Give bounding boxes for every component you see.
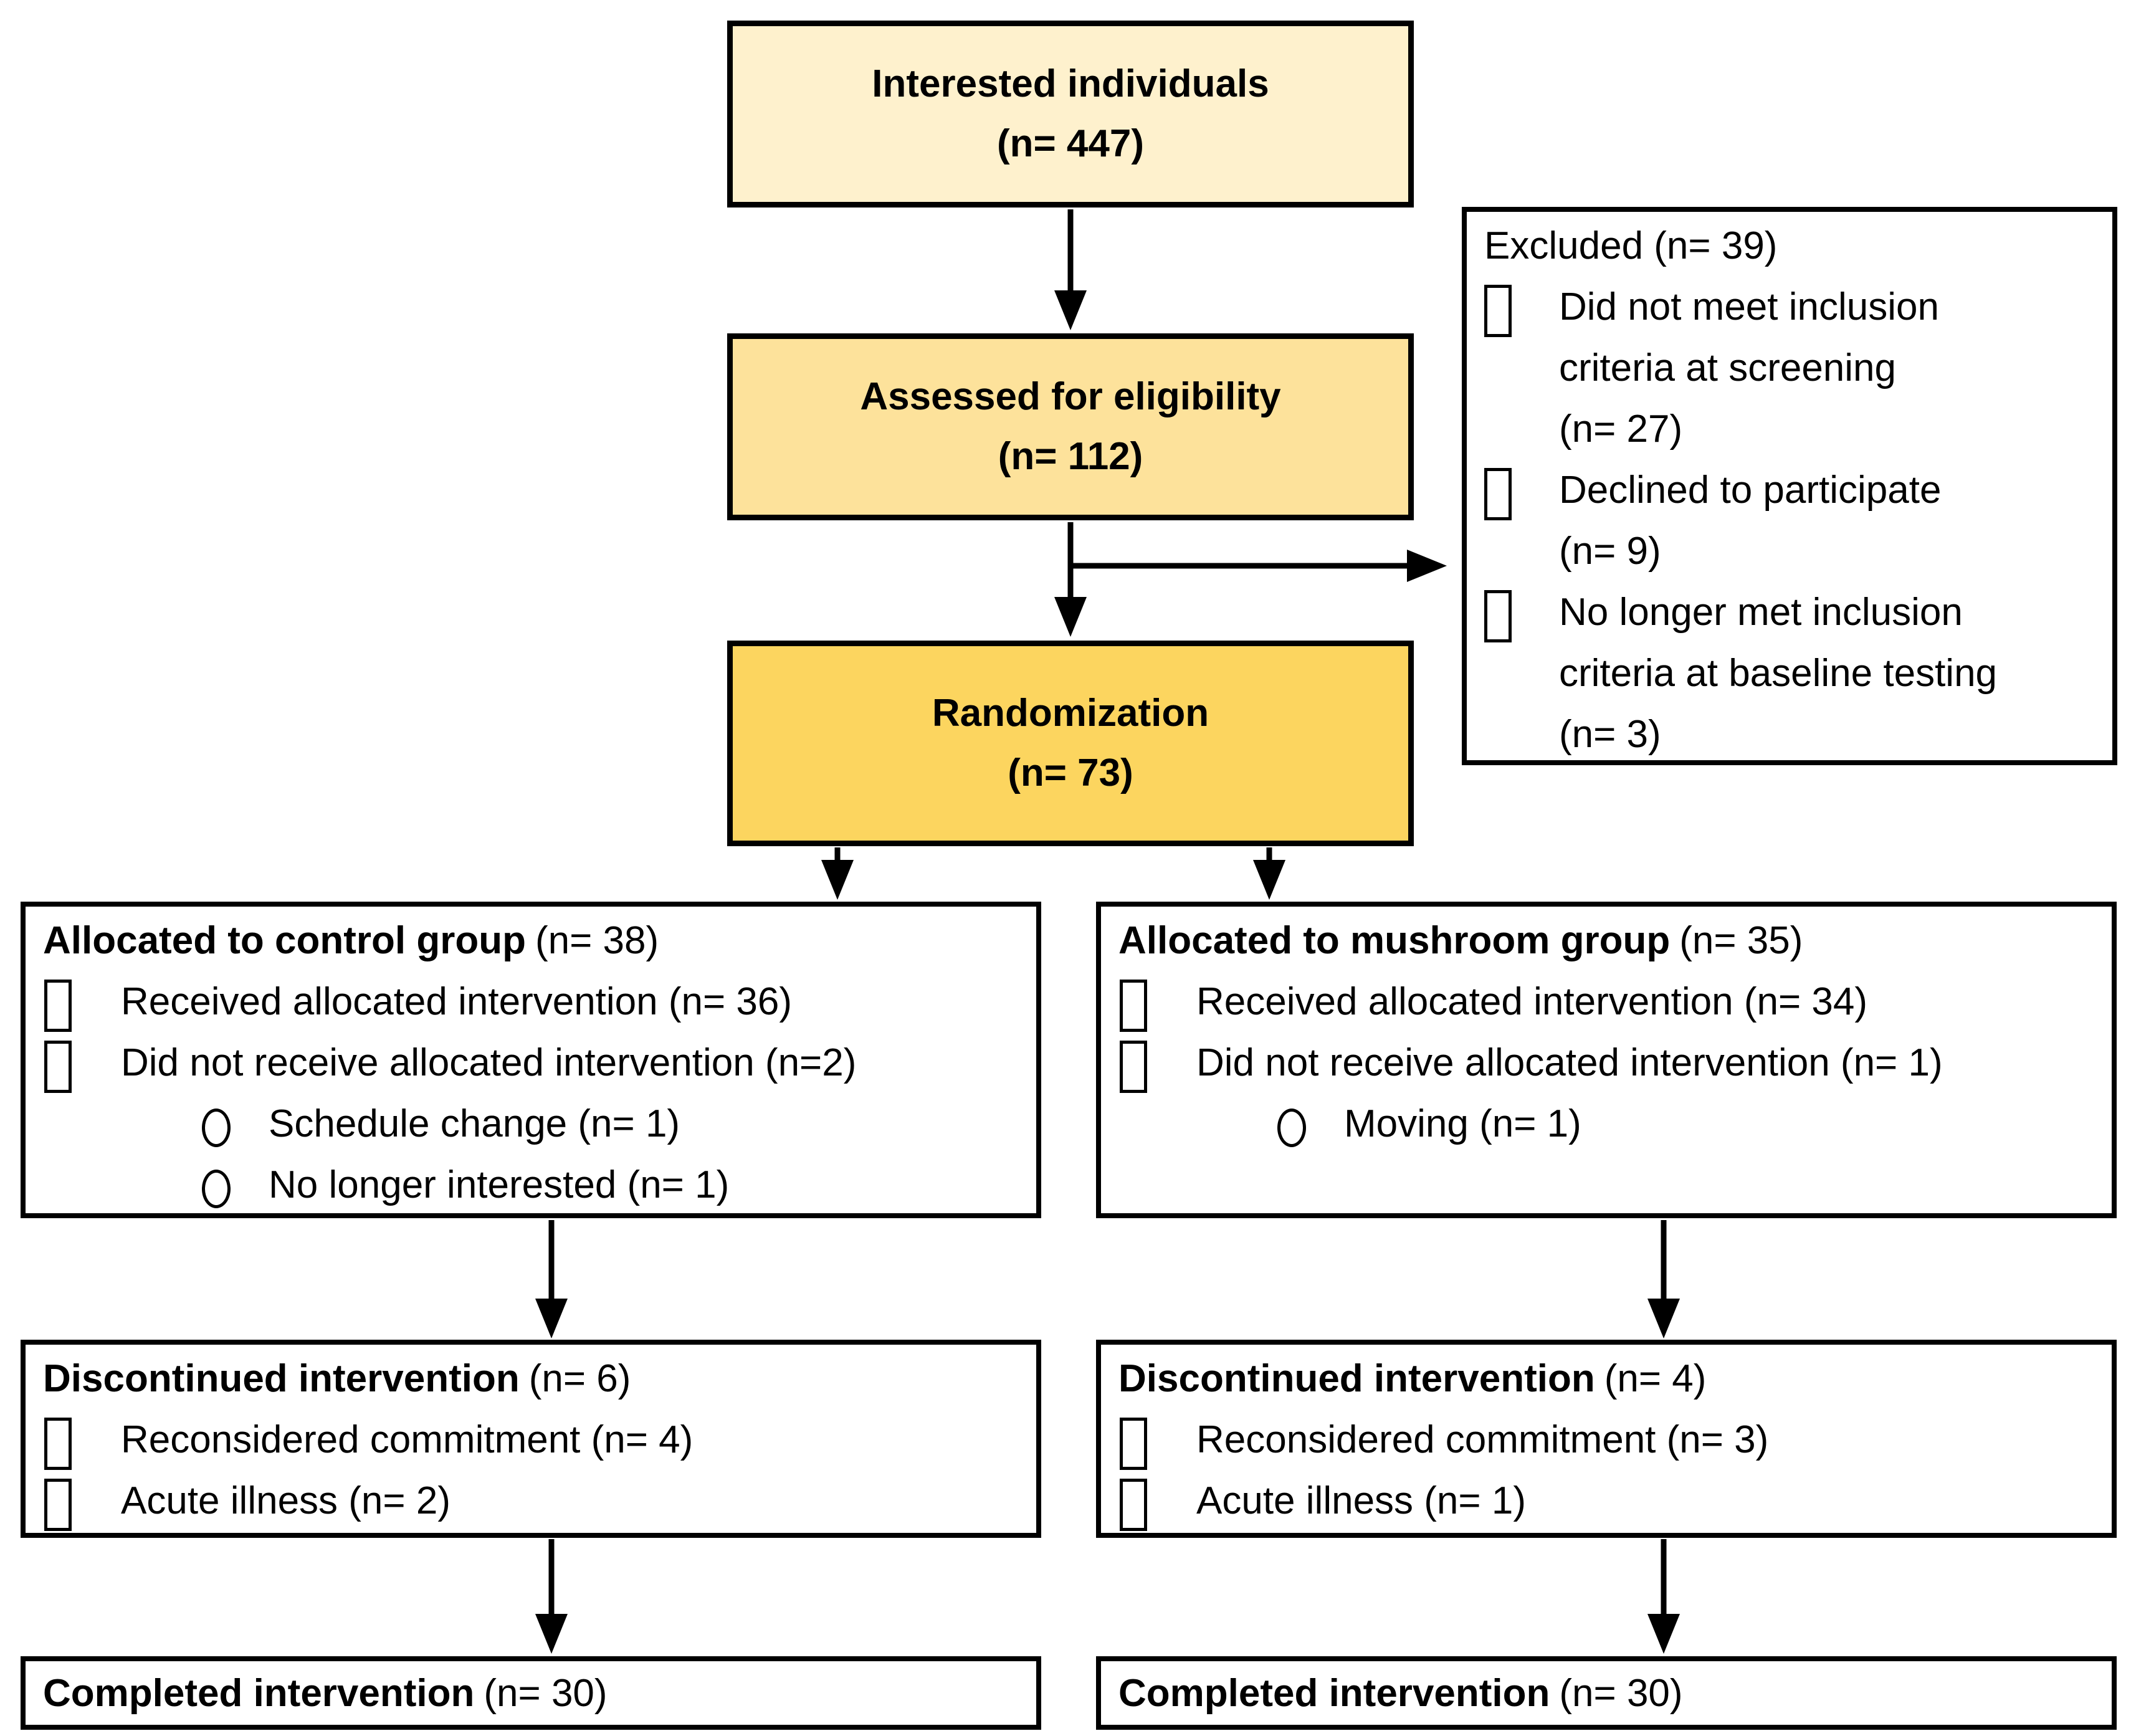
box-title: Assessed for eligibility: [860, 375, 1281, 418]
square-bullet-icon: [44, 1479, 72, 1531]
arrow-randomization-to-control: [821, 847, 854, 900]
discontinued-item: Reconsidered commitment (n= 3): [1118, 1409, 2094, 1471]
discontinued-title: Discontinued intervention(n= 6): [43, 1348, 1019, 1409]
discontinued-item: Acute illness (n= 2): [43, 1471, 1019, 1532]
square-bullet-icon: [44, 1418, 72, 1470]
arrow-assessed-to-randomization: [1054, 522, 1087, 637]
box-count: (n= 447): [996, 122, 1145, 165]
allocation-title-count: (n= 38): [535, 919, 659, 962]
arrow-mushroom-discontinued-to-completed: [1647, 1539, 1680, 1654]
allocation-title-count: (n= 35): [1679, 919, 1803, 962]
allocation-sub-item: Schedule change (n= 1): [43, 1094, 1019, 1155]
box-count: (n= 73): [1008, 751, 1133, 794]
allocation-item-text: Received allocated intervention (n= 36): [121, 980, 793, 1023]
allocation-item: Received allocated intervention (n= 34): [1118, 971, 2094, 1033]
discontinued-mushroom-box: Discontinued intervention(n= 4) Reconsid…: [1096, 1340, 2117, 1538]
circle-bullet-icon: [202, 1170, 231, 1208]
allocation-sub-item: Moving (n= 1): [1118, 1094, 2094, 1155]
square-bullet-icon: [1484, 590, 1512, 642]
excluded-title: Excluded (n= 39): [1484, 224, 1778, 267]
allocation-title-bold: Allocated to control group: [43, 919, 526, 962]
completed-mushroom-box: Completed intervention(n= 30): [1096, 1656, 2117, 1730]
discontinued-item: Acute illness (n= 1): [1118, 1471, 2094, 1532]
allocation-item-text: Received allocated intervention (n= 34): [1196, 980, 1868, 1023]
allocation-sub-item-text: No longer interested (n= 1): [269, 1163, 730, 1206]
allocation-item: Received allocated intervention (n= 36): [43, 971, 1019, 1033]
discontinued-item-text: Reconsidered commitment (n= 4): [121, 1418, 694, 1461]
excluded-item-text: Did not meet inclusion criteria at scree…: [1559, 285, 1939, 451]
discontinued-item: Reconsidered commitment (n= 4): [43, 1409, 1019, 1471]
allocation-item: Did not receive allocated intervention (…: [43, 1033, 1019, 1094]
allocation-item-text: Did not receive allocated intervention (…: [1196, 1041, 1943, 1084]
discontinued-title-bold: Discontinued intervention: [1118, 1357, 1595, 1400]
allocation-sub-item-text: Moving (n= 1): [1344, 1102, 1581, 1145]
excluded-item: No longer met inclusion criteria at base…: [1484, 582, 2095, 765]
box-title: Randomization: [932, 692, 1209, 735]
excluded-item: Did not meet inclusion criteria at scree…: [1484, 277, 2095, 460]
circle-bullet-icon: [202, 1109, 231, 1147]
square-bullet-icon: [1120, 1418, 1147, 1470]
arrow-interested-to-assessed: [1054, 209, 1087, 330]
completed-title-count: (n= 30): [484, 1671, 608, 1715]
square-bullet-icon: [1120, 980, 1147, 1032]
completed-title-bold: Completed intervention: [43, 1671, 475, 1715]
discontinued-title-count: (n= 4): [1604, 1357, 1707, 1400]
square-bullet-icon: [1120, 1479, 1147, 1531]
discontinued-title-bold: Discontinued intervention: [43, 1357, 520, 1400]
allocation-item-text: Did not receive allocated intervention (…: [121, 1041, 857, 1084]
arrow-assessed-to-excluded: [1070, 550, 1447, 582]
allocation-sub-item: No longer interested (n= 1): [43, 1155, 1019, 1216]
completed-title-bold: Completed intervention: [1118, 1671, 1550, 1715]
box-count: (n= 112): [998, 435, 1143, 478]
allocation-title: Allocated to mushroom group(n= 35): [1118, 910, 2094, 971]
randomization-box: Randomization (n= 73): [727, 641, 1414, 846]
square-bullet-icon: [1484, 468, 1512, 520]
allocation-title-bold: Allocated to mushroom group: [1118, 919, 1671, 962]
square-bullet-icon: [44, 1041, 72, 1093]
arrow-randomization-to-mushroom: [1253, 847, 1285, 900]
assessed-eligibility-box: Assessed for eligibility (n= 112): [727, 333, 1414, 520]
discontinued-title: Discontinued intervention(n= 4): [1118, 1348, 2094, 1409]
allocated-mushroom-box: Allocated to mushroom group(n= 35) Recei…: [1096, 902, 2117, 1218]
completed-title-count: (n= 30): [1559, 1671, 1683, 1715]
circle-bullet-icon: [1277, 1109, 1306, 1147]
allocation-title: Allocated to control group(n= 38): [43, 910, 1019, 971]
discontinued-item-text: Reconsidered commitment (n= 3): [1196, 1418, 1769, 1461]
square-bullet-icon: [1120, 1041, 1147, 1093]
discontinued-control-box: Discontinued intervention(n= 6) Reconsid…: [21, 1340, 1041, 1538]
arrow-control-alloc-to-discontinued: [535, 1220, 568, 1338]
allocation-sub-item-text: Schedule change (n= 1): [269, 1102, 680, 1145]
arrow-mushroom-alloc-to-discontinued: [1647, 1220, 1680, 1338]
allocated-control-box: Allocated to control group(n= 38) Receiv…: [21, 902, 1041, 1218]
excluded-box: Excluded (n= 39) Did not meet inclusion …: [1462, 207, 2117, 765]
excluded-item-text: No longer met inclusion criteria at base…: [1559, 591, 1998, 756]
discontinued-item-text: Acute illness (n= 1): [1196, 1479, 1526, 1522]
discontinued-title-count: (n= 6): [528, 1357, 631, 1400]
discontinued-item-text: Acute illness (n= 2): [121, 1479, 451, 1522]
excluded-item-text: Declined to participate (n= 9): [1559, 469, 1942, 573]
interested-individuals-box: Interested individuals (n= 447): [727, 21, 1414, 207]
square-bullet-icon: [1484, 285, 1512, 337]
excluded-item: Declined to participate (n= 9): [1484, 460, 2095, 582]
square-bullet-icon: [44, 980, 72, 1032]
allocation-item: Did not receive allocated intervention (…: [1118, 1033, 2094, 1094]
box-title: Interested individuals: [872, 62, 1269, 105]
arrow-control-discontinued-to-completed: [535, 1539, 568, 1654]
completed-control-box: Completed intervention(n= 30): [21, 1656, 1041, 1730]
